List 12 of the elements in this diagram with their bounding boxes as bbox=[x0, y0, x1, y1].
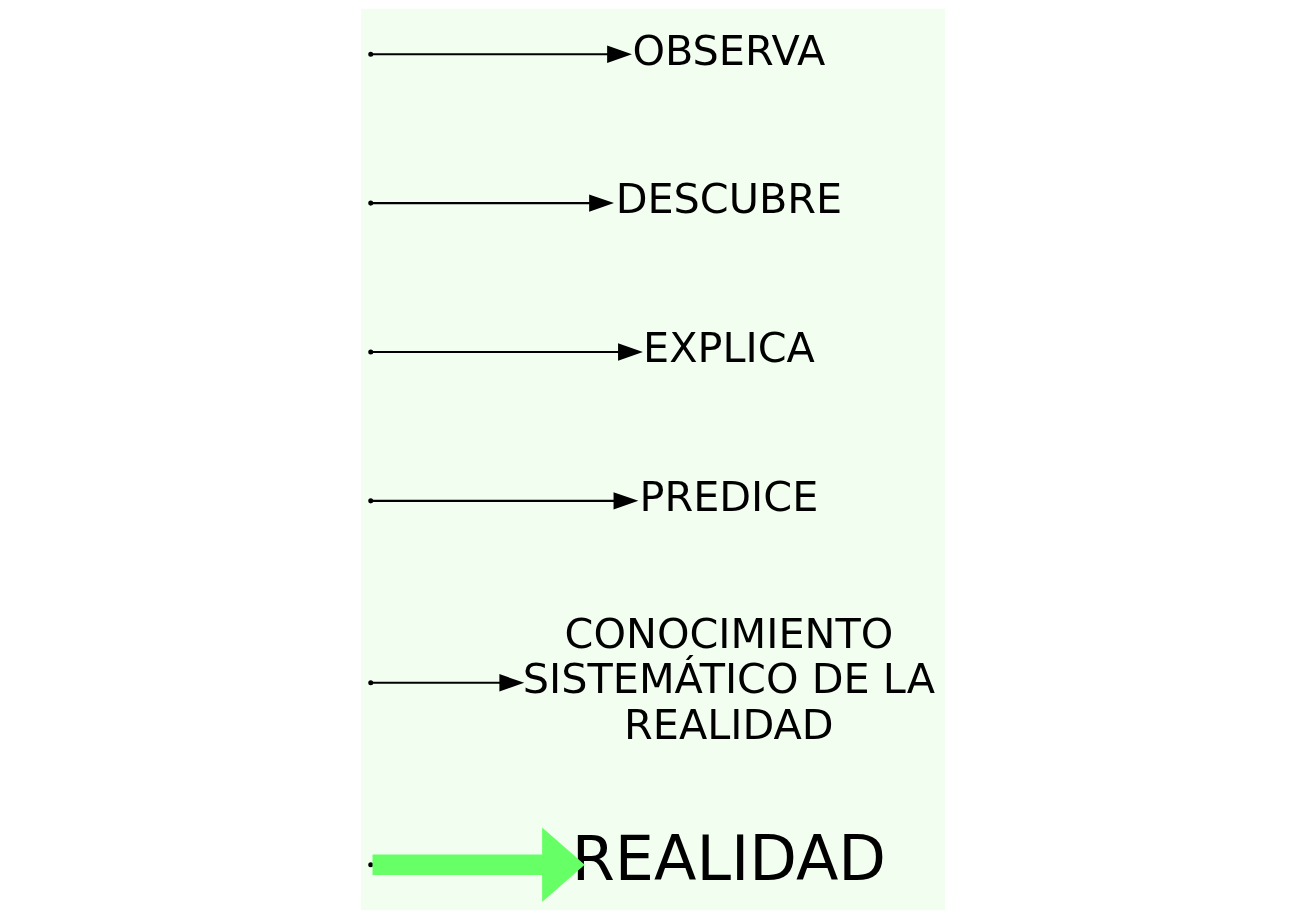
node-text: EXPLICA bbox=[642, 324, 815, 373]
node-text: DESCUBRE bbox=[615, 175, 842, 224]
node-text: CONOCIMIENTO SISTEMÁTICO DE LA REALIDAD bbox=[522, 609, 935, 749]
arrow bbox=[372, 45, 632, 63]
node-text: REALIDAD bbox=[571, 822, 886, 896]
node-text: OBSERVA bbox=[631, 26, 825, 75]
node-text: PREDICE bbox=[639, 473, 818, 522]
arrow bbox=[372, 343, 643, 361]
arrow bbox=[372, 827, 585, 903]
arrow bbox=[372, 194, 614, 212]
arrow bbox=[372, 674, 524, 692]
arrow bbox=[372, 492, 638, 510]
